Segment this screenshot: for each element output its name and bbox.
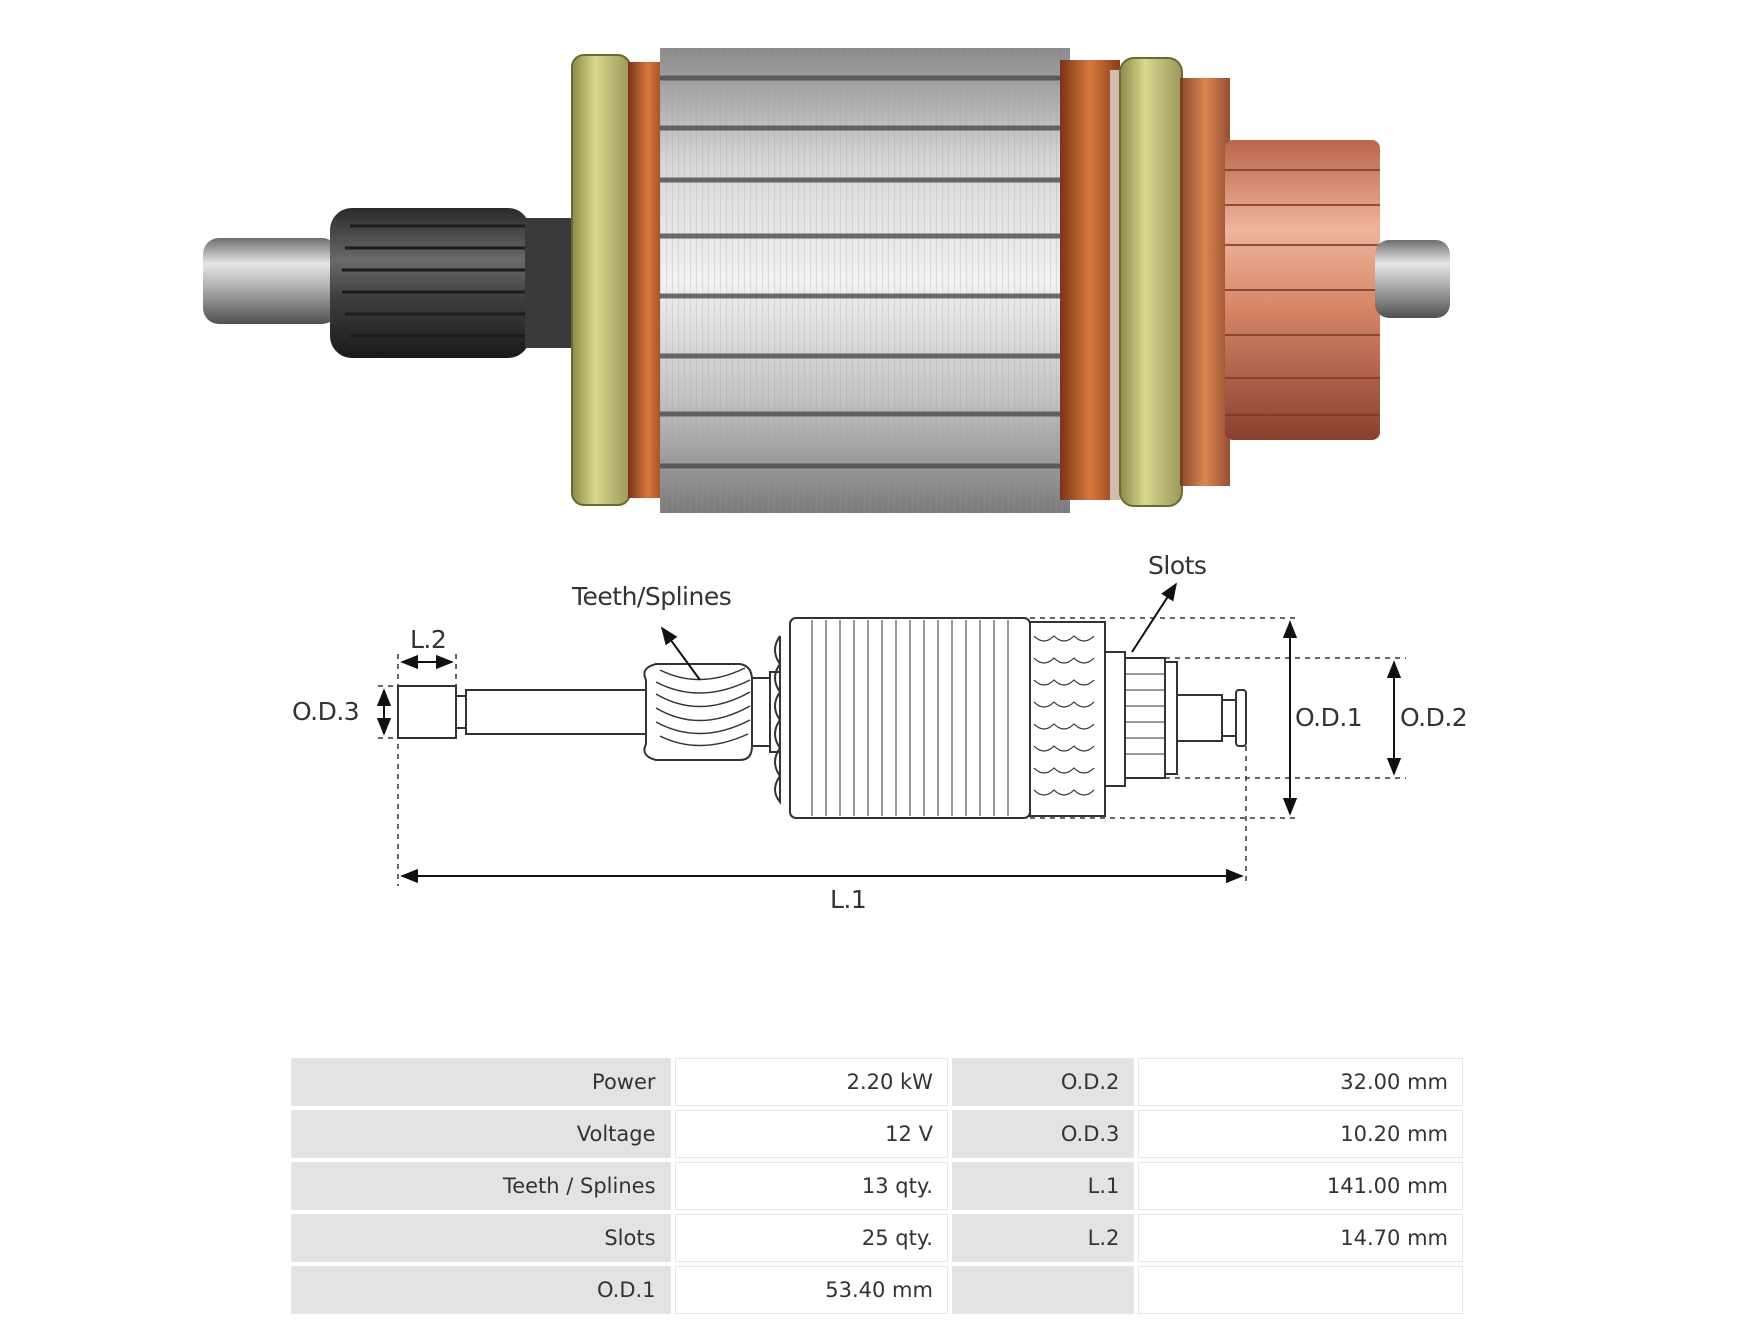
spec-key: L.2 [951, 1214, 1135, 1262]
table-row: Voltage 12 V O.D.3 10.20 mm [291, 1110, 1463, 1158]
spec-value: 10.20 mm [1138, 1110, 1463, 1158]
spec-value: 141.00 mm [1138, 1162, 1463, 1210]
slots-label: Slots [1148, 551, 1207, 580]
spec-value: 13 qty. [674, 1162, 948, 1210]
spec-value: 32.00 mm [1138, 1058, 1463, 1106]
drawing-shaft [465, 689, 647, 735]
teeth-leader-arrow [660, 626, 701, 681]
l2-label: L.2 [410, 625, 447, 654]
spec-key [951, 1266, 1135, 1314]
spec-key: Power [291, 1058, 671, 1106]
spec-value: 53.40 mm [674, 1266, 948, 1314]
table-row: Teeth / Splines 13 qty. L.1 141.00 mm [291, 1162, 1463, 1210]
spec-value: 25 qty. [674, 1214, 948, 1262]
drawing-right-windings [1029, 621, 1106, 817]
spec-key: O.D.2 [951, 1058, 1135, 1106]
od1-label: O.D.1 [1295, 703, 1363, 732]
spec-value: 14.70 mm [1138, 1214, 1463, 1262]
shaft-right-end [1375, 240, 1450, 318]
drawing-left-windings [774, 635, 782, 805]
spec-key: Voltage [291, 1110, 671, 1158]
table-row: O.D.1 53.40 mm [291, 1266, 1463, 1314]
od2-label: O.D.2 [1400, 703, 1468, 732]
spec-value [1138, 1266, 1463, 1314]
teeth-splines-label: Teeth/Splines [572, 582, 732, 611]
right-end-plate [1119, 57, 1183, 507]
pinion-gear [330, 208, 530, 358]
spec-key: O.D.1 [291, 1266, 671, 1314]
drawing-commutator [1124, 657, 1166, 779]
commutator-risers [1180, 78, 1230, 486]
spec-key: Slots [291, 1214, 671, 1262]
od3-label: O.D.3 [292, 697, 360, 726]
spec-value: 12 V [674, 1110, 948, 1158]
left-end-plate [571, 54, 631, 506]
spec-table: Power 2.20 kW O.D.2 32.00 mm Voltage 12 … [287, 1054, 1467, 1318]
l1-label: L.1 [830, 885, 867, 914]
table-row: Power 2.20 kW O.D.2 32.00 mm [291, 1058, 1463, 1106]
slots-leader-arrow [1131, 582, 1177, 653]
dimension-drawing [376, 582, 1406, 886]
spec-key: L.1 [951, 1162, 1135, 1210]
shaft-left-end [203, 238, 338, 324]
spec-key: Teeth / Splines [291, 1162, 671, 1210]
spec-value: 2.20 kW [674, 1058, 948, 1106]
spec-key: O.D.3 [951, 1110, 1135, 1158]
drawing-shaft-end [397, 685, 457, 739]
table-row: Slots 25 qty. L.2 14.70 mm [291, 1214, 1463, 1262]
armature-photo [203, 48, 1450, 513]
